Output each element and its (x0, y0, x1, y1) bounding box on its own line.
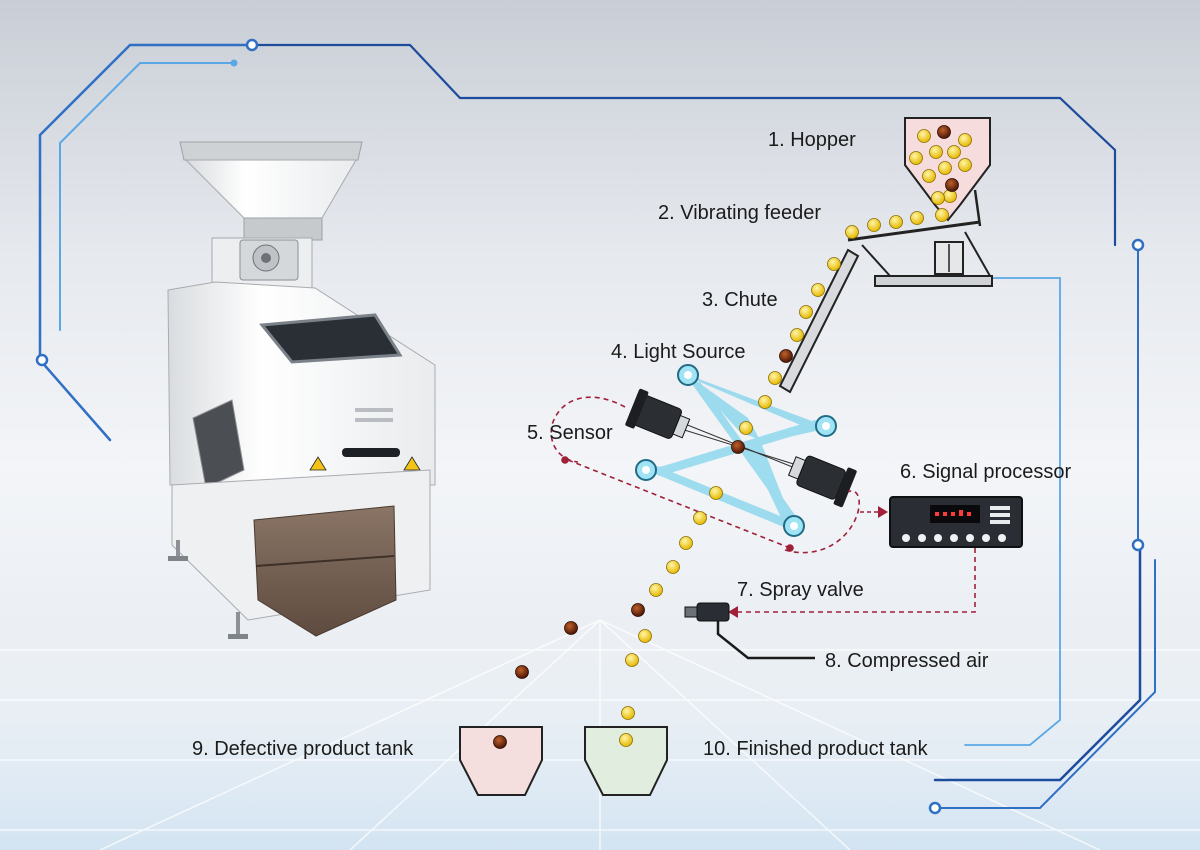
defective-tank-illustration (459, 726, 543, 796)
label-vibrating-feeder: 2. Vibrating feeder (658, 202, 822, 224)
label-light-source: 4. Light Source (611, 341, 746, 363)
finished-tank-illustration (584, 726, 668, 796)
floor-grid (0, 619, 1200, 850)
good-grains (619, 129, 972, 747)
vibrating-feeder-illustration (847, 189, 993, 287)
signal-processor-illustration (889, 496, 1023, 548)
label-hopper: 1. Hopper (768, 129, 856, 151)
label-spray-valve: 7. Spray valve (737, 579, 864, 601)
color-sorter-machine (167, 141, 436, 639)
spray-valve-illustration (684, 602, 815, 660)
light-source-lamps (635, 364, 837, 537)
circuit-lines (35, 38, 1156, 815)
sensor-camera-lower (787, 455, 857, 508)
chute-illustration (778, 248, 860, 394)
label-compressed-air: 8. Compressed air (825, 650, 989, 672)
label-chute: 3. Chute (702, 289, 778, 311)
label-defective-tank: 9. Defective product tank (192, 738, 414, 760)
sensor-camera-upper (625, 388, 691, 439)
label-signal-processor: 6. Signal processor (900, 461, 1072, 483)
signal-lines (550, 396, 976, 618)
defective-grains (493, 125, 959, 749)
label-sensor: 5. Sensor (527, 422, 613, 444)
label-finished-tank: 10. Finished product tank (703, 738, 928, 760)
